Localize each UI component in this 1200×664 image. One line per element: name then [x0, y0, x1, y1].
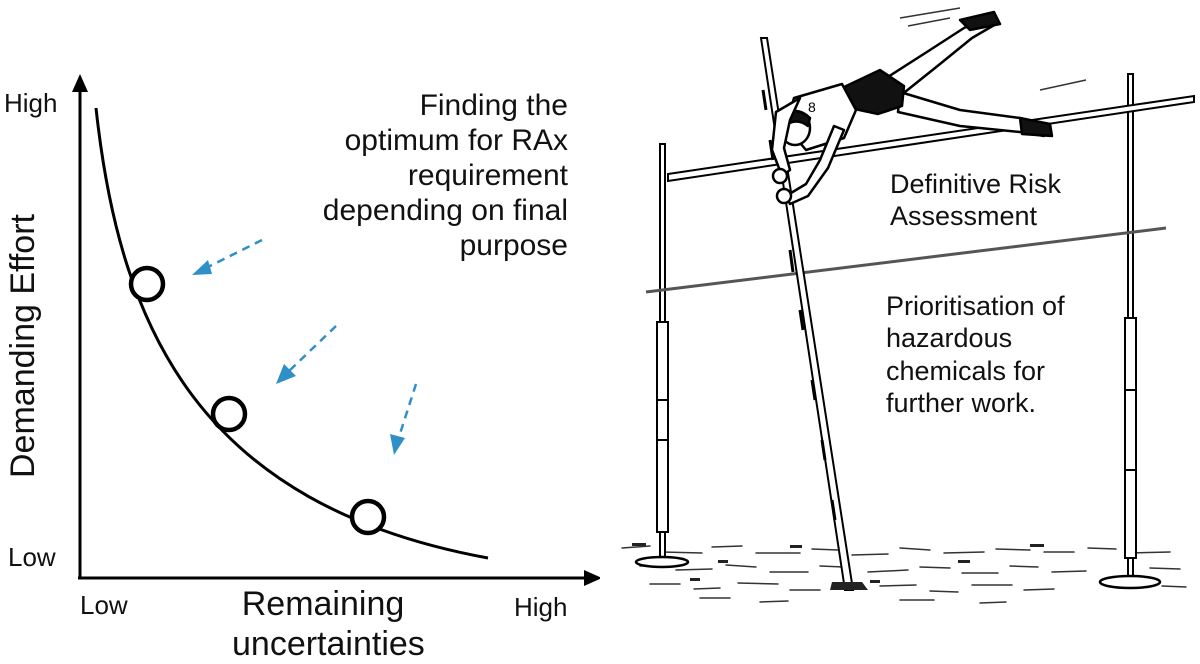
callout-arrowhead-3: [390, 434, 405, 455]
athlete-figure: 8: [770, 10, 1054, 206]
callout-arrow-2: [287, 325, 337, 373]
y-axis-high-label: High: [4, 88, 58, 118]
lower-bar-label: Prioritisation of hazardous chemicals fo…: [886, 291, 1065, 419]
curve-point-3: [349, 498, 387, 536]
callout-arrowhead-2: [276, 364, 296, 384]
optimum-callout-text: Finding the optimum for RAx requirement …: [322, 89, 568, 263]
right-standard: [1098, 73, 1162, 590]
y-axis-low-label: Low: [8, 542, 56, 572]
callout-arrow-3: [396, 383, 418, 441]
ground-marks: [632, 543, 1152, 583]
lower-crossbar: [645, 226, 1167, 294]
ground-texture: [621, 545, 1187, 604]
svg-text:8: 8: [808, 99, 816, 115]
curve-point-1: [128, 265, 166, 303]
curve-point-2: [210, 395, 248, 433]
x-axis-high-label: High: [514, 592, 568, 622]
y-axis-arrowhead: [72, 74, 88, 92]
motion-lines: [899, 7, 1087, 91]
callout-arrow-1: [205, 238, 263, 270]
callout-arrowhead-1: [192, 260, 212, 275]
x-axis-low-label: Low: [80, 590, 128, 620]
x-axis-arrowhead: [584, 570, 600, 586]
upper-bar-label: Definitive Risk Assessment: [890, 169, 1062, 232]
x-axis-title: Remaining uncertainties: [232, 585, 425, 664]
left-standard: [634, 143, 690, 569]
callout-arrows: [205, 238, 418, 441]
effort-uncertainty-diagram: [72, 74, 600, 586]
